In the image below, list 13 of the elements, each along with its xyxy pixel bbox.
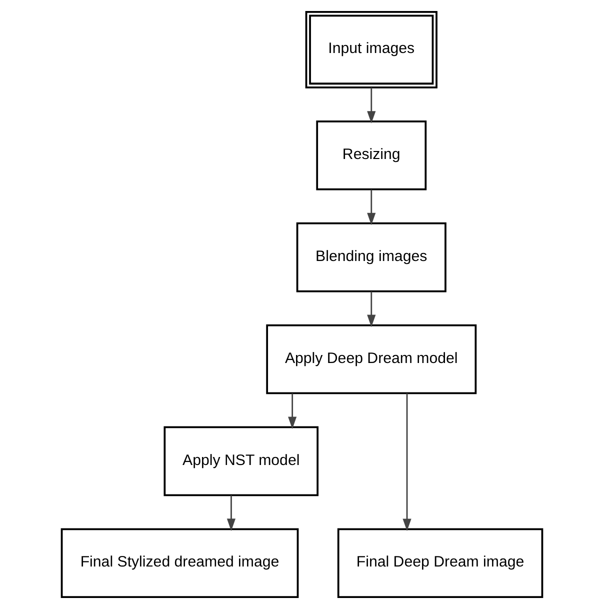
arrow — [402, 393, 412, 532]
arrow — [226, 495, 236, 531]
arrow — [288, 393, 297, 430]
node-box: Resizing — [316, 120, 427, 190]
node-box: Final Deep Dream image — [337, 528, 544, 598]
node-box: Final Stylized dreamed image — [60, 528, 299, 598]
arrow — [367, 88, 376, 124]
node-box: Input images — [305, 10, 438, 88]
arrow — [367, 292, 376, 328]
node-box: Blending images — [296, 222, 446, 292]
node-box: Apply NST model — [164, 426, 319, 496]
node-box: Apply Deep Dream model — [266, 324, 477, 394]
arrow — [367, 190, 376, 226]
